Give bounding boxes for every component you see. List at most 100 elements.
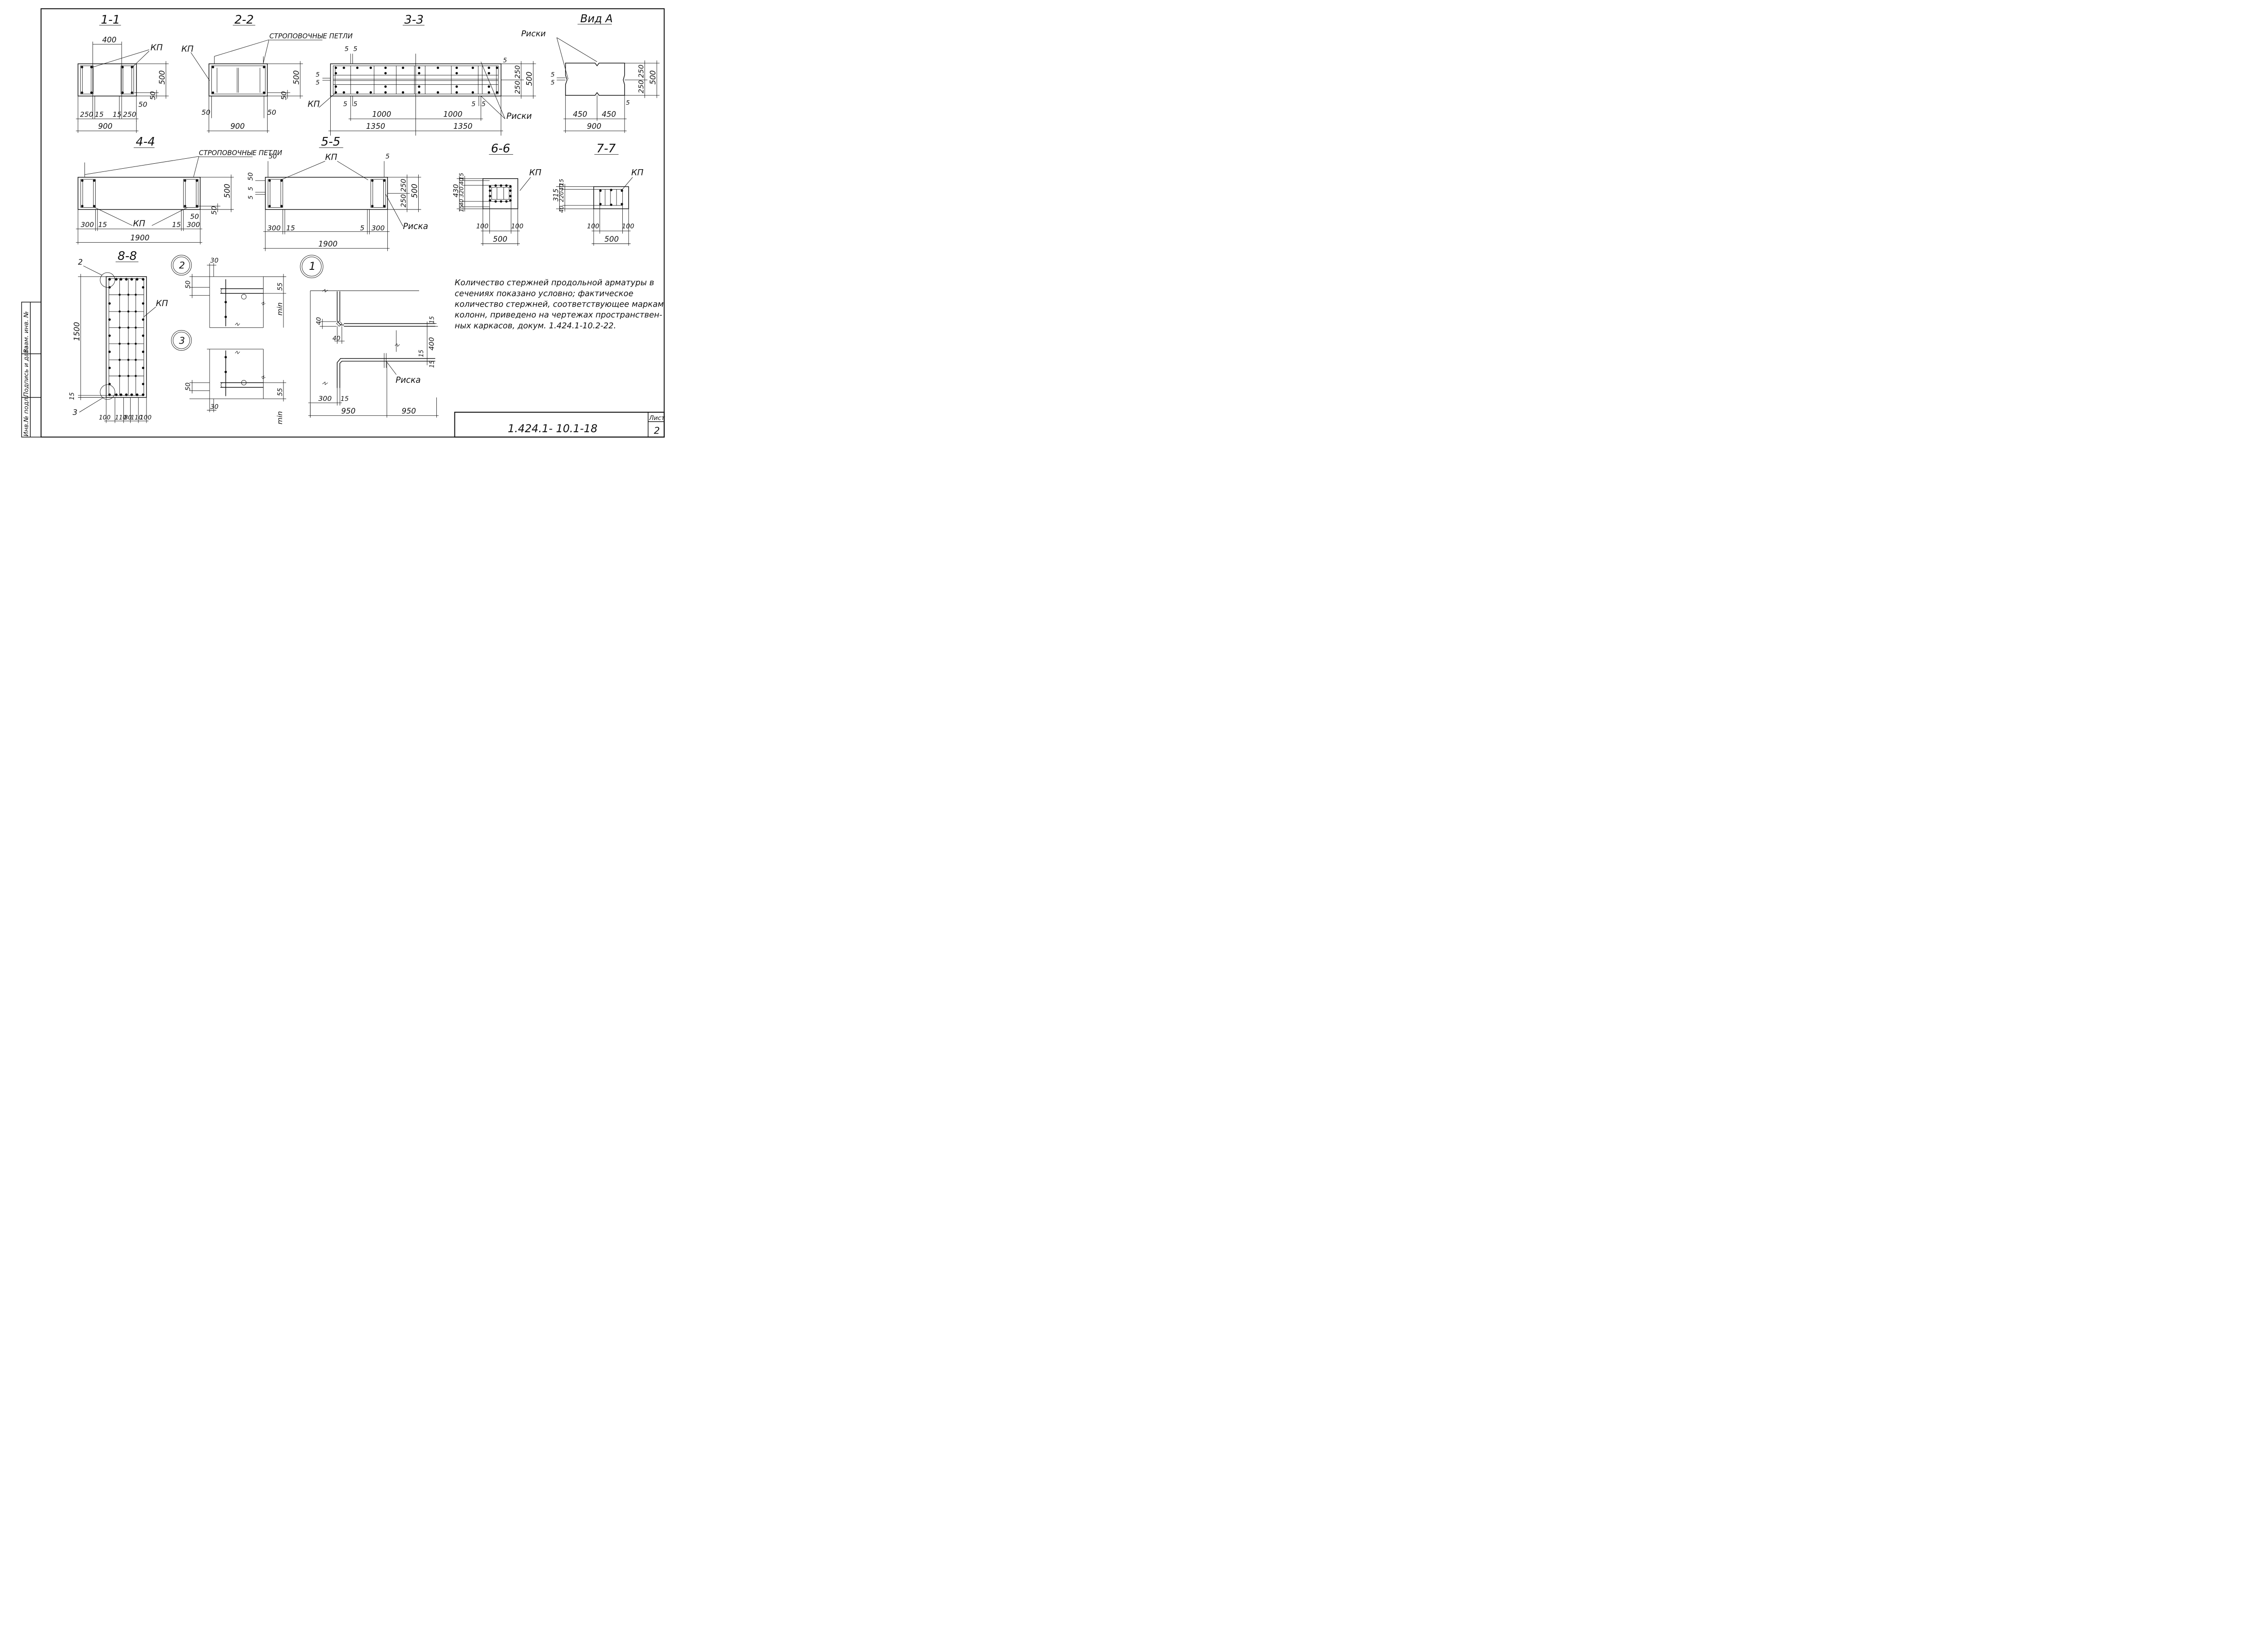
dim-950b: 950 xyxy=(401,407,416,415)
dim-15a: 15 xyxy=(458,173,465,180)
sheet-number: 2 xyxy=(654,425,660,436)
mark-label: Риска xyxy=(403,222,428,231)
dim-500: 500 xyxy=(158,70,166,85)
dim-50-right: 50 xyxy=(267,108,276,117)
dim-15a: 15 xyxy=(429,316,436,324)
dim-15: 15 xyxy=(286,224,295,232)
dim-15b: 15 xyxy=(418,350,425,357)
dim-500: 500 xyxy=(493,235,508,244)
marks-label: Риски xyxy=(506,112,532,121)
dim-5-left: 5 xyxy=(316,71,320,78)
section-3-3: 3-3 5 5 5 5 5 250 250 500 КП xyxy=(308,13,536,136)
dim-15: 15 xyxy=(68,392,76,400)
detail-1: 1 40 40 15 400 15 15 Риска xyxy=(300,255,439,418)
view-a: Вид А Риски 250 250 500 5 5 5 450 450 90… xyxy=(521,12,660,133)
mark-label: Риска xyxy=(396,376,420,385)
note-line-5: ных каркасов, докум. 1.424.1-10.2-22. xyxy=(455,322,616,331)
note-line-1: Количество стержней продольной арматуры … xyxy=(455,278,654,288)
dim-300b: 300 xyxy=(187,220,200,229)
dim-5: 5 xyxy=(360,224,365,232)
dim-900: 900 xyxy=(587,122,601,131)
dim-1900: 1900 xyxy=(130,234,149,242)
dim-50: 50 xyxy=(185,280,192,288)
kp-label: КП xyxy=(156,299,168,308)
document-code: 1.424.1- 10.1-18 xyxy=(508,422,597,435)
dim-5-left1: 5 xyxy=(247,187,254,191)
dim-50a: 50 xyxy=(149,91,157,100)
dim-50: 50 xyxy=(185,382,192,390)
detail-3: 3 50 55 min 30 xyxy=(171,330,286,424)
detail-ref-3: 3 xyxy=(73,408,78,417)
dim-500: 500 xyxy=(525,72,534,86)
detail-number: 1 xyxy=(309,260,316,273)
dim-100b: 100 xyxy=(511,223,523,230)
note-line-2: сечениях показано условно; фактическое xyxy=(455,289,633,298)
dim-500: 500 xyxy=(605,235,619,244)
dim-15b: 15 xyxy=(112,111,122,119)
sidebar-field-1: Инв.№ подл. xyxy=(23,396,30,437)
section-4-4: 4-4 СТРОПОВОЧНЫЕ ПЕТЛИ 500 50 50 КП 300 … xyxy=(76,135,282,244)
kp-label: КП xyxy=(631,168,644,177)
kp-label: КП xyxy=(133,219,145,229)
dim-450b: 450 xyxy=(602,110,616,119)
dim-50-left: 50 xyxy=(201,108,210,117)
section-title: 8-8 xyxy=(117,249,137,263)
dim-100a: 100 xyxy=(587,223,599,230)
dim-250b: 250 xyxy=(637,80,645,93)
dim-320: 320 xyxy=(458,186,465,197)
note-line-3: количество стержней, соответствующее мар… xyxy=(455,300,664,309)
dim-1350a: 1350 xyxy=(366,122,385,131)
dim-900: 900 xyxy=(98,122,112,131)
section-7-7: 7-7 КП 315 15 40 220 40 100 100 500 xyxy=(552,142,644,246)
dim-5-left2: 5 xyxy=(247,195,254,200)
dim-300a: 300 xyxy=(81,220,94,229)
dim-15b: 15 xyxy=(172,220,181,229)
dim-80: 80 xyxy=(124,414,132,421)
view-title: Вид А xyxy=(580,12,613,25)
dim-15c: 15 xyxy=(429,361,436,368)
title-block: 1.424.1- 10.1-18 Лист 2 xyxy=(454,411,665,438)
section-title: 2-2 xyxy=(235,13,254,27)
dim-250b: 250 xyxy=(513,81,522,94)
section-8-8: 8-8 2 3 КП 1500 15 xyxy=(68,249,168,423)
section-2-2: 2-2 СТРОПОВОЧНЫЕ ПЕТЛИ КП 500 50 50 50 9… xyxy=(181,13,352,133)
sidebar-field-3: Взам. инв. № xyxy=(23,311,30,353)
dim-5-left2: 5 xyxy=(316,79,320,87)
section-5-5: 5-5 КП 50 5 50 5 5 250 250 500 Риска xyxy=(247,135,428,251)
dim-1500: 1500 xyxy=(73,322,81,341)
detail-number: 3 xyxy=(179,335,185,346)
detail-ref-2: 2 xyxy=(78,258,83,266)
dim-50-left: 50 xyxy=(247,172,254,180)
dim-100b: 100 xyxy=(140,414,152,421)
drawing-sheet: Инв.№ подл. Подпись и дата Взам. инв. № … xyxy=(21,8,665,438)
dim-400: 400 xyxy=(428,337,436,351)
dim-5d: 5 xyxy=(353,101,357,108)
dim-15a: 15 xyxy=(98,220,107,229)
dim-5a: 5 xyxy=(345,46,349,53)
dim-40b: 40 xyxy=(458,199,465,206)
section-title: 1-1 xyxy=(101,13,120,27)
dim-5a: 5 xyxy=(551,71,555,78)
dim-300a: 300 xyxy=(267,224,281,232)
dim-15: 15 xyxy=(558,179,565,186)
dim-30: 30 xyxy=(210,404,219,411)
dim-55: 55 xyxy=(277,283,284,291)
general-note: Количество стержней продольной арматуры … xyxy=(455,278,664,331)
dim-450a: 450 xyxy=(573,110,587,119)
section-title: 4-4 xyxy=(136,135,155,149)
dim-250a: 250 xyxy=(80,111,93,119)
kp-label: КП xyxy=(308,99,320,109)
dim-220: 220 xyxy=(558,191,565,202)
left-sidebar: Инв.№ подл. Подпись и дата Взам. инв. № xyxy=(21,302,42,438)
kp-label: КП xyxy=(181,44,194,54)
dim-300b: 300 xyxy=(371,224,385,232)
section-title: 3-3 xyxy=(404,13,424,27)
dim-5e: 5 xyxy=(471,101,475,108)
dim-5-top: 5 xyxy=(386,153,390,160)
lifting-loops-label: СТРОПОВОЧНЫЕ ПЕТЛИ xyxy=(199,149,282,157)
dim-40a: 40 xyxy=(458,178,465,185)
dim-950a: 950 xyxy=(341,407,356,415)
dim-110a: 110 xyxy=(115,414,127,421)
dim-15a: 15 xyxy=(95,111,104,119)
dim-250b: 250 xyxy=(399,194,407,208)
